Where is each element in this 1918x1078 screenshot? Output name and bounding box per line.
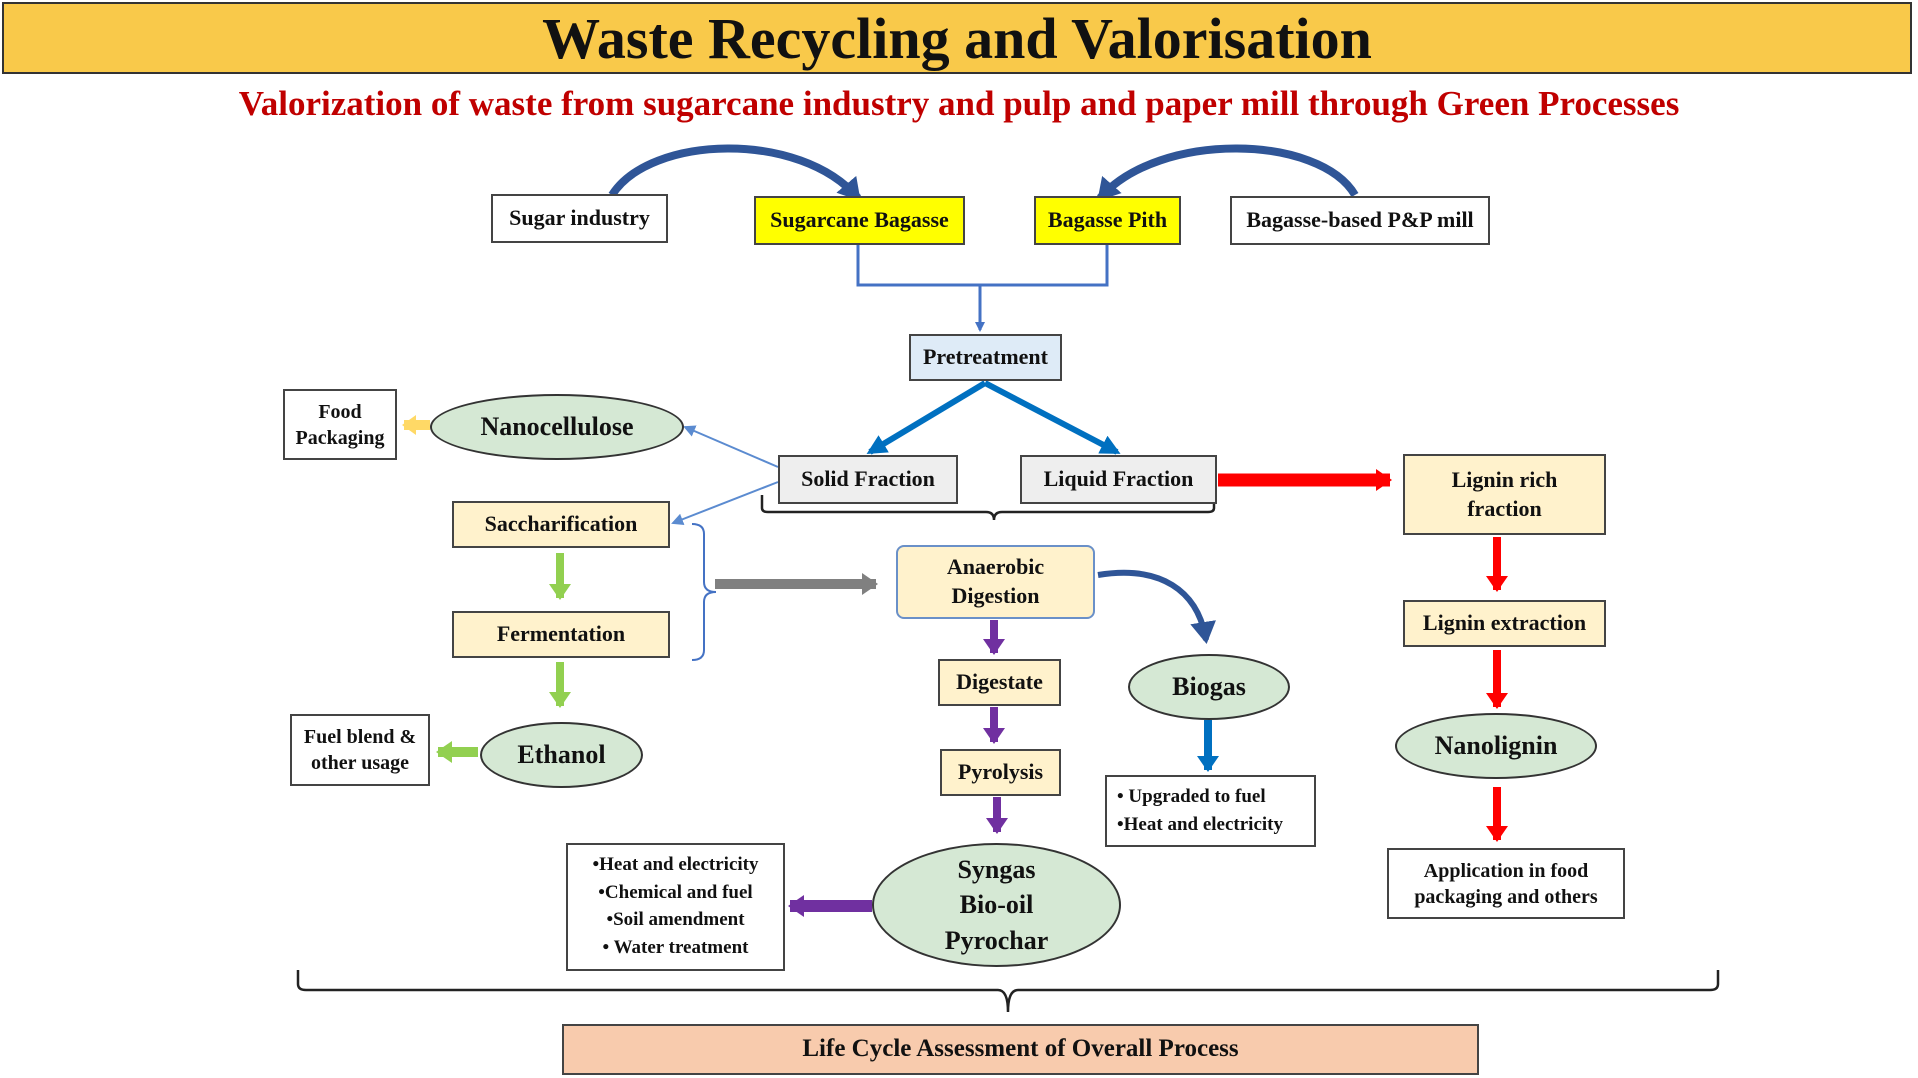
node-solid-fraction: Solid Fraction [778,455,958,504]
node-lca: Life Cycle Assessment of Overall Process [562,1024,1479,1075]
node-sugar-industry: Sugar industry [491,194,668,243]
node-bagasse-pith: Bagasse Pith [1034,196,1181,245]
node-digestate: Digestate [938,659,1061,706]
curve-arrow-to-biogas [1097,569,1216,644]
arrow-to-saccharification [671,481,779,525]
list-item: • Upgraded to fuel [1117,786,1266,807]
node-lignin-extraction: Lignin extraction [1403,600,1606,647]
node-liquid-fraction: Liquid Fraction [1020,455,1217,504]
list-item: •Heat and electricity [592,854,759,875]
merge-line [856,242,1109,287]
node-pp-mill: Bagasse-based P&P mill [1230,196,1490,245]
node-fuel-blend: Fuel blend &other usage [290,714,430,786]
node-pretreatment: Pretreatment [909,334,1062,381]
list-item: • Water treatment [602,936,749,958]
list-item: •Chemical and fuel [598,881,753,903]
node-pyrolysis: Pyrolysis [940,749,1061,796]
list-pyrolysis-uses: •Heat and electricity •Chemical and fuel… [566,843,785,971]
curve-arrow-sugar-to-bagasse [608,144,862,202]
node-ethanol: Ethanol [480,722,643,788]
node-nanocellulose: Nanocellulose [430,394,684,460]
arrow-to-solid-fraction [866,380,987,455]
node-sugarcane-bagasse: Sugarcane Bagasse [754,196,965,245]
curve-arrow-mill-to-pith [1097,144,1359,201]
node-fermentation: Fermentation [452,611,670,658]
node-saccharification: Saccharification [452,501,670,548]
node-biogas: Biogas [1128,654,1290,720]
page-title: Waste Recycling and Valorisation [542,5,1372,71]
arrow-to-liquid-fraction [983,380,1121,455]
list-item: •Soil amendment [606,909,745,931]
list-biogas-uses: • Upgraded to fuel •Heat and electricity [1105,775,1316,847]
list-item: •Heat and electricity [1117,813,1283,835]
node-nanolignin: Nanolignin [1395,713,1597,779]
process-bracket [691,523,717,661]
subtitle: Valorization of waste from sugarcane ind… [238,84,1680,123]
bottom-bracket [296,970,1720,1013]
fraction-bracket [760,495,1216,521]
arrow-to-nanocellulose [683,425,779,468]
title-banner: Waste Recycling and Valorisation [2,2,1912,74]
